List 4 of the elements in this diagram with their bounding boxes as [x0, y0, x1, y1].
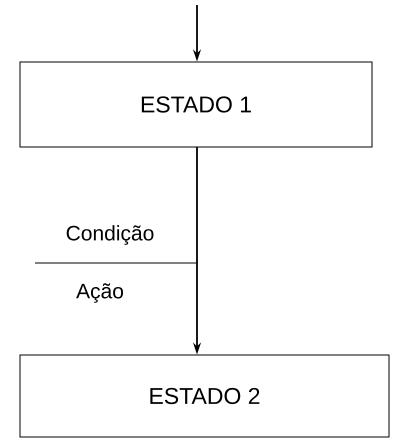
transition-label: Condição — [66, 225, 154, 245]
transition-label: Ação — [76, 283, 124, 303]
state-box: ESTADO 2 — [20, 354, 390, 438]
state-box: ESTADO 1 — [20, 62, 372, 148]
